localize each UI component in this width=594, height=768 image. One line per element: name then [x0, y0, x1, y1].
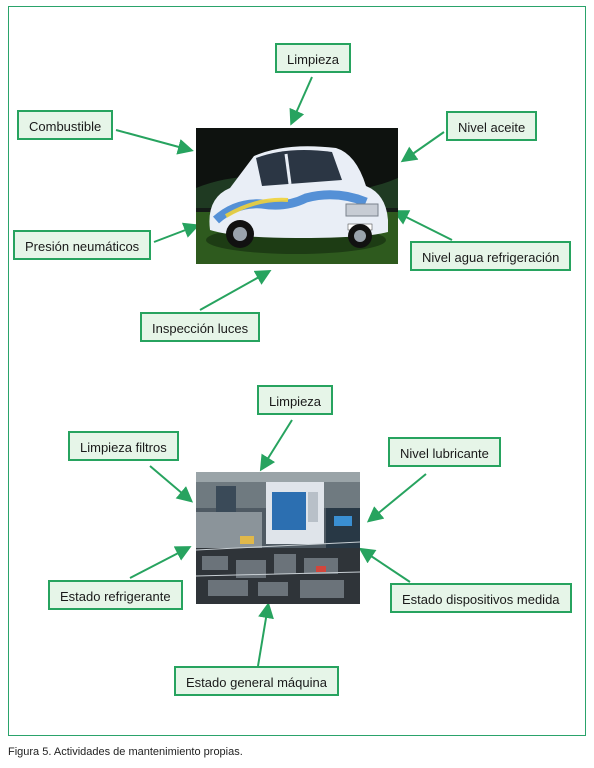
arrow-machine-filtros [149, 465, 194, 503]
label-machine-estado-refrigerante: Estado refrigerante [48, 580, 183, 610]
label-car-nivel-aceite: Nivel aceite [446, 111, 538, 141]
arrow-machine-general [257, 602, 274, 667]
label-machine-limpieza-filtros: Limpieza filtros [68, 431, 179, 461]
label-machine-nivel-lubricante: Nivel lubricante [388, 437, 501, 467]
label-car-inspeccion-luces: Inspección luces [140, 312, 261, 342]
label-machine-limpieza: Limpieza [257, 385, 334, 415]
arrow-car-presion [153, 222, 200, 243]
label-machine-estado-general: Estado general máquina [174, 666, 339, 696]
car-photo [196, 128, 398, 264]
label-machine-estado-dispositivos: Estado dispositivos medida [390, 583, 572, 613]
arrow-car-nivel-aceite [400, 131, 445, 163]
figure-caption: Figura 5. Actividades de mantenimiento p… [8, 746, 243, 758]
arrow-machine-refrigerante [129, 546, 192, 579]
arrow-car-agua [392, 210, 453, 241]
label-car-presion-neumaticos: Presión neumáticos [13, 230, 152, 260]
label-car-nivel-agua: Nivel agua refrigeración [410, 241, 572, 271]
arrow-car-luces [199, 270, 272, 311]
arrow-car-limpieza [289, 76, 313, 126]
label-car-combustible: Combustible [17, 110, 114, 140]
arrow-machine-dispositivos [358, 547, 411, 583]
label-car-limpieza: Limpieza [275, 43, 352, 73]
arrow-car-combustible [115, 129, 194, 155]
machine-photo [196, 472, 360, 604]
arrow-machine-lubricante [366, 473, 427, 523]
arrow-machine-limpieza [259, 419, 293, 472]
